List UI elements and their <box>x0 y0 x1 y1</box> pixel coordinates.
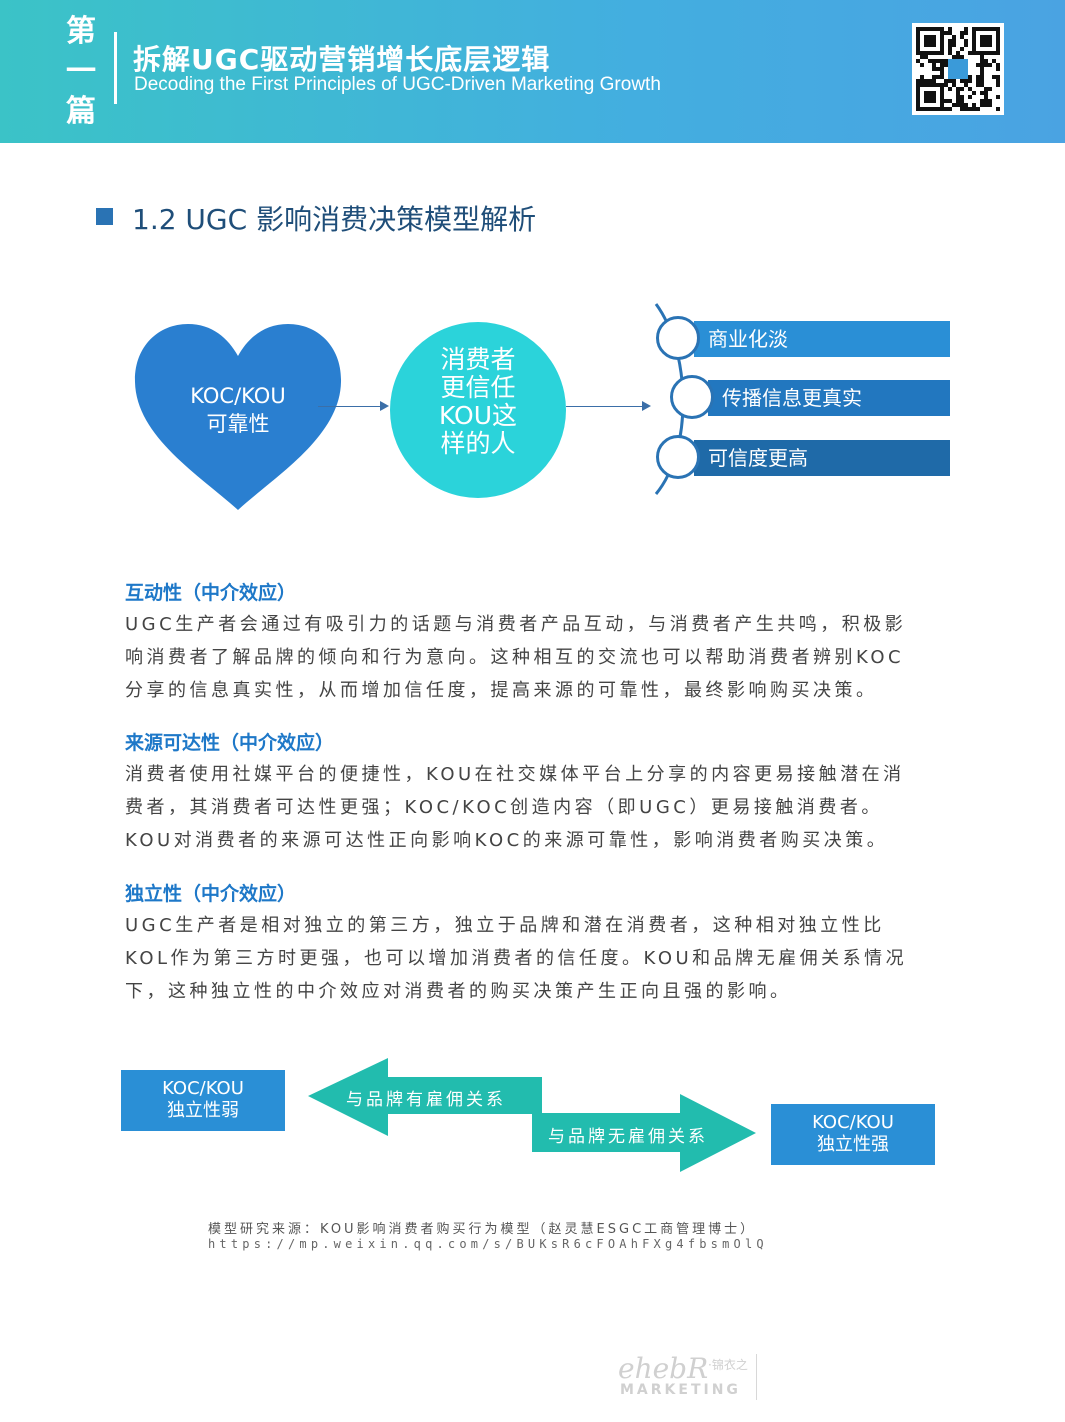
section-heading-reachability: 来源可达性（中介效应） <box>125 732 335 754</box>
bullet-circle <box>656 316 700 360</box>
page-subtitle: Decoding the First Principles of UGC-Dri… <box>134 74 661 95</box>
box-line: KOC/KOU <box>812 1112 894 1133</box>
text-line: UGC生产者是相对独立的第三方，独立于品牌和潜在消费者，这种相对独立性比 <box>125 915 885 936</box>
connector-line <box>318 406 382 407</box>
logo-script: ehebR <box>618 1352 709 1385</box>
qr-code-icon[interactable] <box>912 23 1004 115</box>
employment-label: 与品牌有雇佣关系 <box>346 1090 506 1110</box>
text-line: 消费者使用社媒平台的便捷性，KOU在社交媒体平台上分享的内容更易接触潜在消 <box>125 764 905 785</box>
text-line: KOL作为第三方时更强，也可以增加消费者的信任度。KOU和品牌无雇佣关系情况 <box>125 948 908 969</box>
circle-line: KOU这 <box>438 401 517 430</box>
chapter-label: 第 一 篇 <box>63 12 99 132</box>
heart-label: KOC/KOU 可靠性 <box>168 382 308 438</box>
no-employment-label: 与品牌无雇佣关系 <box>548 1127 708 1147</box>
independence-strong-box: KOC/KOU 独立性强 <box>771 1104 935 1165</box>
bullet-circle <box>656 435 700 479</box>
paragraph-independence: UGC生产者是相对独立的第三方，独立于品牌和潜在消费者，这种相对独立性比 KOL… <box>125 909 975 1008</box>
text-line: 费者，其消费者可达性更强；KOC/KOC创造内容（即UGC）更易接触消费者。 <box>125 797 883 818</box>
outcome-label: 商业化淡 <box>708 327 788 351</box>
paragraph-interactivity: UGC生产者会通过有吸引力的话题与消费者产品互动，与消费者产生共鸣，积极影 响消… <box>125 608 975 707</box>
header-divider <box>114 32 117 104</box>
box-line: 独立性弱 <box>167 1100 239 1121</box>
arrow-head-icon <box>380 401 389 411</box>
section-title: 1.2 UGC 影响消费决策模型解析 <box>132 203 537 236</box>
text-line: 响消费者了解品牌的倾向和行为意向。这种相互的交流也可以帮助消费者辨别KOC <box>125 647 905 668</box>
logo-mark: ·锦衣之 <box>708 1358 748 1372</box>
page-title: 拆解UGC驱动营销增长底层逻辑 <box>133 43 551 76</box>
circle-line: 样的人 <box>440 429 516 458</box>
paragraph-reachability: 消费者使用社媒平台的便捷性，KOU在社交媒体平台上分享的内容更易接触潜在消 费者… <box>125 758 975 857</box>
heart-shape <box>134 324 342 510</box>
arrow-left-shape <box>308 1058 542 1136</box>
outcome-bar: 可信度更高 <box>694 440 950 476</box>
arrow-right-shape <box>532 1094 756 1172</box>
section-heading-interactivity: 互动性（中介效应） <box>125 582 297 604</box>
chapter-char: 第 <box>66 14 96 49</box>
text-line: UGC生产者会通过有吸引力的话题与消费者产品互动，与消费者产生共鸣，积极影 <box>125 614 907 635</box>
connector-line <box>566 406 644 407</box>
heart-line: 可靠性 <box>206 412 270 436</box>
chapter-char: 一 <box>66 54 96 89</box>
logo-word: MARKETING <box>620 1382 741 1398</box>
arrow-head-icon <box>642 401 651 411</box>
text-line: 分享的信息真实性，从而增加信任度，提高来源的可靠性，最终影响购买决策。 <box>125 680 878 701</box>
circle-label: 消费者 更信任 KOU这 样的人 <box>390 346 566 458</box>
source-note: 模型研究来源：KOU影响消费者购买行为模型（赵灵慧ESGC工商管理博士） <box>208 1222 757 1237</box>
circle-line: 更信任 <box>440 373 516 402</box>
independence-weak-box: KOC/KOU 独立性弱 <box>121 1070 285 1131</box>
header-banner: 第 一 篇 拆解UGC驱动营销增长底层逻辑 Decoding the First… <box>0 0 1065 143</box>
logo-divider <box>756 1354 757 1400</box>
text-line: 下，这种独立性的中介效应对消费者的购买决策产生正向且强的影响。 <box>125 981 792 1002</box>
text-line: KOU对消费者的来源可达性正向影响KOC的来源可靠性，影响消费者购买决策。 <box>125 830 889 851</box>
heart-line: KOC/KOU <box>190 384 286 408</box>
outcome-bar: 商业化淡 <box>694 321 950 357</box>
chapter-char: 篇 <box>66 94 96 129</box>
box-line: 独立性强 <box>817 1134 889 1155</box>
section-marker <box>96 208 113 225</box>
section-heading-independence: 独立性（中介效应） <box>125 883 297 905</box>
outcome-label: 可信度更高 <box>708 446 808 470</box>
box-line: KOC/KOU <box>162 1078 244 1099</box>
circle-line: 消费者 <box>440 345 516 374</box>
bullet-circle <box>670 375 714 419</box>
outcome-label: 传播信息更真实 <box>722 386 862 410</box>
source-link[interactable]: https://mp.weixin.qq.com/s/BUKsR6cFOAhFX… <box>208 1237 768 1251</box>
trust-circle <box>390 322 566 498</box>
outcome-bar: 传播信息更真实 <box>708 380 950 416</box>
